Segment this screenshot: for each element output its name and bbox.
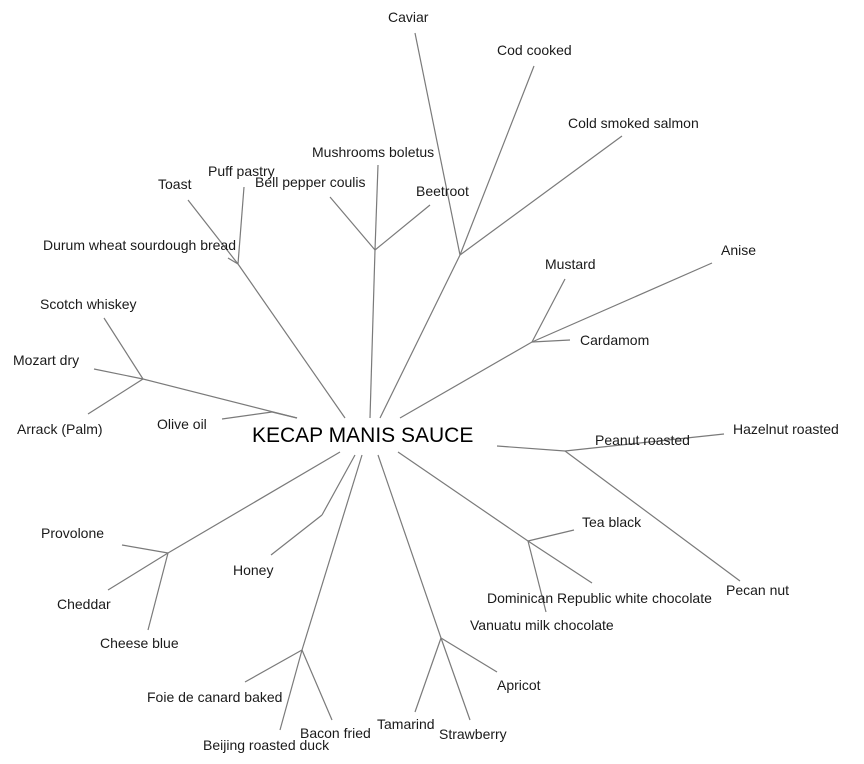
- edge-olive-oil-a: [221, 411, 273, 420]
- edge-center-seafood: [379, 254, 461, 419]
- edge-durum-wheat: [227, 257, 239, 265]
- edge-mustard: [531, 278, 566, 343]
- label-puff-pastry: Puff pastry: [208, 163, 275, 179]
- edge-center-meat: [301, 454, 363, 651]
- edge-cold-smoked-salmon: [459, 135, 623, 256]
- label-hazelnut-roasted: Hazelnut roasted: [733, 421, 839, 437]
- label-cod-cooked: Cod cooked: [497, 42, 572, 58]
- label-pecan-nut: Pecan nut: [726, 582, 789, 598]
- edge-cheese-blue: [147, 552, 169, 631]
- label-mushrooms-boletus: Mushrooms boletus: [312, 144, 434, 160]
- edge-cod-cooked: [459, 65, 535, 256]
- edge-apricot: [440, 637, 498, 673]
- label-cheese-blue: Cheese blue: [100, 635, 179, 651]
- label-provolone: Provolone: [41, 525, 104, 541]
- label-durum-wheat-sourdough-bread: Durum wheat sourdough bread: [43, 237, 236, 253]
- edge-arrack-palm: [87, 378, 144, 415]
- label-apricot: Apricot: [497, 677, 541, 693]
- edge-foie-de-canard: [244, 649, 303, 683]
- edge-center-fruit: [377, 454, 442, 639]
- edge-center-veg: [369, 249, 376, 419]
- edge-scotch-whiskey: [103, 317, 144, 380]
- edge-tamarind: [414, 637, 442, 713]
- edge-cardamom: [531, 339, 571, 343]
- edge-olive-oil-b: [271, 411, 298, 419]
- edge-mozart-dry: [93, 368, 144, 380]
- edge-strawberry: [440, 637, 471, 721]
- edge-bell-pepper-coulis: [329, 196, 376, 251]
- edge-dominican-chocolate: [527, 540, 593, 584]
- label-olive-oil: Olive oil: [157, 416, 207, 432]
- label-cardamom: Cardamom: [580, 332, 649, 348]
- label-arrack-palm: Arrack (Palm): [17, 421, 103, 437]
- tree-edges: [87, 32, 741, 731]
- edge-center-spice: [399, 341, 533, 419]
- edge-center-honey-a: [321, 454, 356, 516]
- edge-tea-black: [527, 529, 575, 542]
- edge-provolone: [121, 544, 169, 554]
- label-dominican-republic-white-chocolate: Dominican Republic white chocolate: [487, 590, 712, 606]
- label-caviar: Caviar: [388, 9, 429, 25]
- label-bell-pepper-coulis: Bell pepper coulis: [255, 174, 366, 190]
- edge-mushrooms-boletus: [374, 164, 379, 251]
- edge-toast: [187, 199, 239, 265]
- node-labels: KECAP MANIS SAUCE Caviar Cod cooked Cold…: [13, 9, 839, 753]
- label-strawberry: Strawberry: [439, 726, 507, 742]
- edge-caviar: [414, 32, 461, 256]
- edge-center-nuts: [496, 445, 566, 452]
- edge-beetroot: [374, 204, 431, 251]
- label-honey: Honey: [233, 562, 273, 578]
- label-tea-black: Tea black: [582, 514, 642, 530]
- edge-center-honey-b: [270, 514, 323, 556]
- label-cold-smoked-salmon: Cold smoked salmon: [568, 115, 699, 131]
- edge-center-sweet: [397, 451, 529, 542]
- edge-vanuatu-chocolate: [527, 540, 547, 613]
- edge-center-bread: [237, 263, 346, 419]
- edge-peanut-roasted: [564, 433, 725, 452]
- label-anise: Anise: [721, 242, 756, 258]
- label-toast: Toast: [158, 176, 192, 192]
- edge-center-cheese: [167, 451, 341, 554]
- edge-puff-pastry: [237, 186, 245, 265]
- edge-cheddar: [107, 552, 169, 591]
- label-peanut-roasted: Peanut roasted: [595, 432, 690, 448]
- label-mustard: Mustard: [545, 256, 596, 272]
- edge-beijing-duck: [279, 649, 303, 731]
- label-bacon-fried: Bacon fried: [300, 725, 371, 741]
- label-cheddar: Cheddar: [57, 596, 111, 612]
- edge-bacon-fried: [301, 649, 333, 721]
- label-beijing-roasted-duck: Beijing roasted duck: [203, 737, 330, 753]
- edge-pecan-nut: [564, 450, 741, 582]
- label-foie-de-canard-baked: Foie de canard baked: [147, 689, 282, 705]
- label-beetroot: Beetroot: [416, 183, 469, 199]
- label-tamarind: Tamarind: [377, 716, 435, 732]
- label-scotch-whiskey: Scotch whiskey: [40, 296, 136, 312]
- center-label: KECAP MANIS SAUCE: [252, 424, 473, 447]
- edge-anise: [531, 262, 713, 343]
- label-mozart-dry: Mozart dry: [13, 352, 79, 368]
- label-vanuatu-milk-chocolate: Vanuatu milk chocolate: [470, 617, 614, 633]
